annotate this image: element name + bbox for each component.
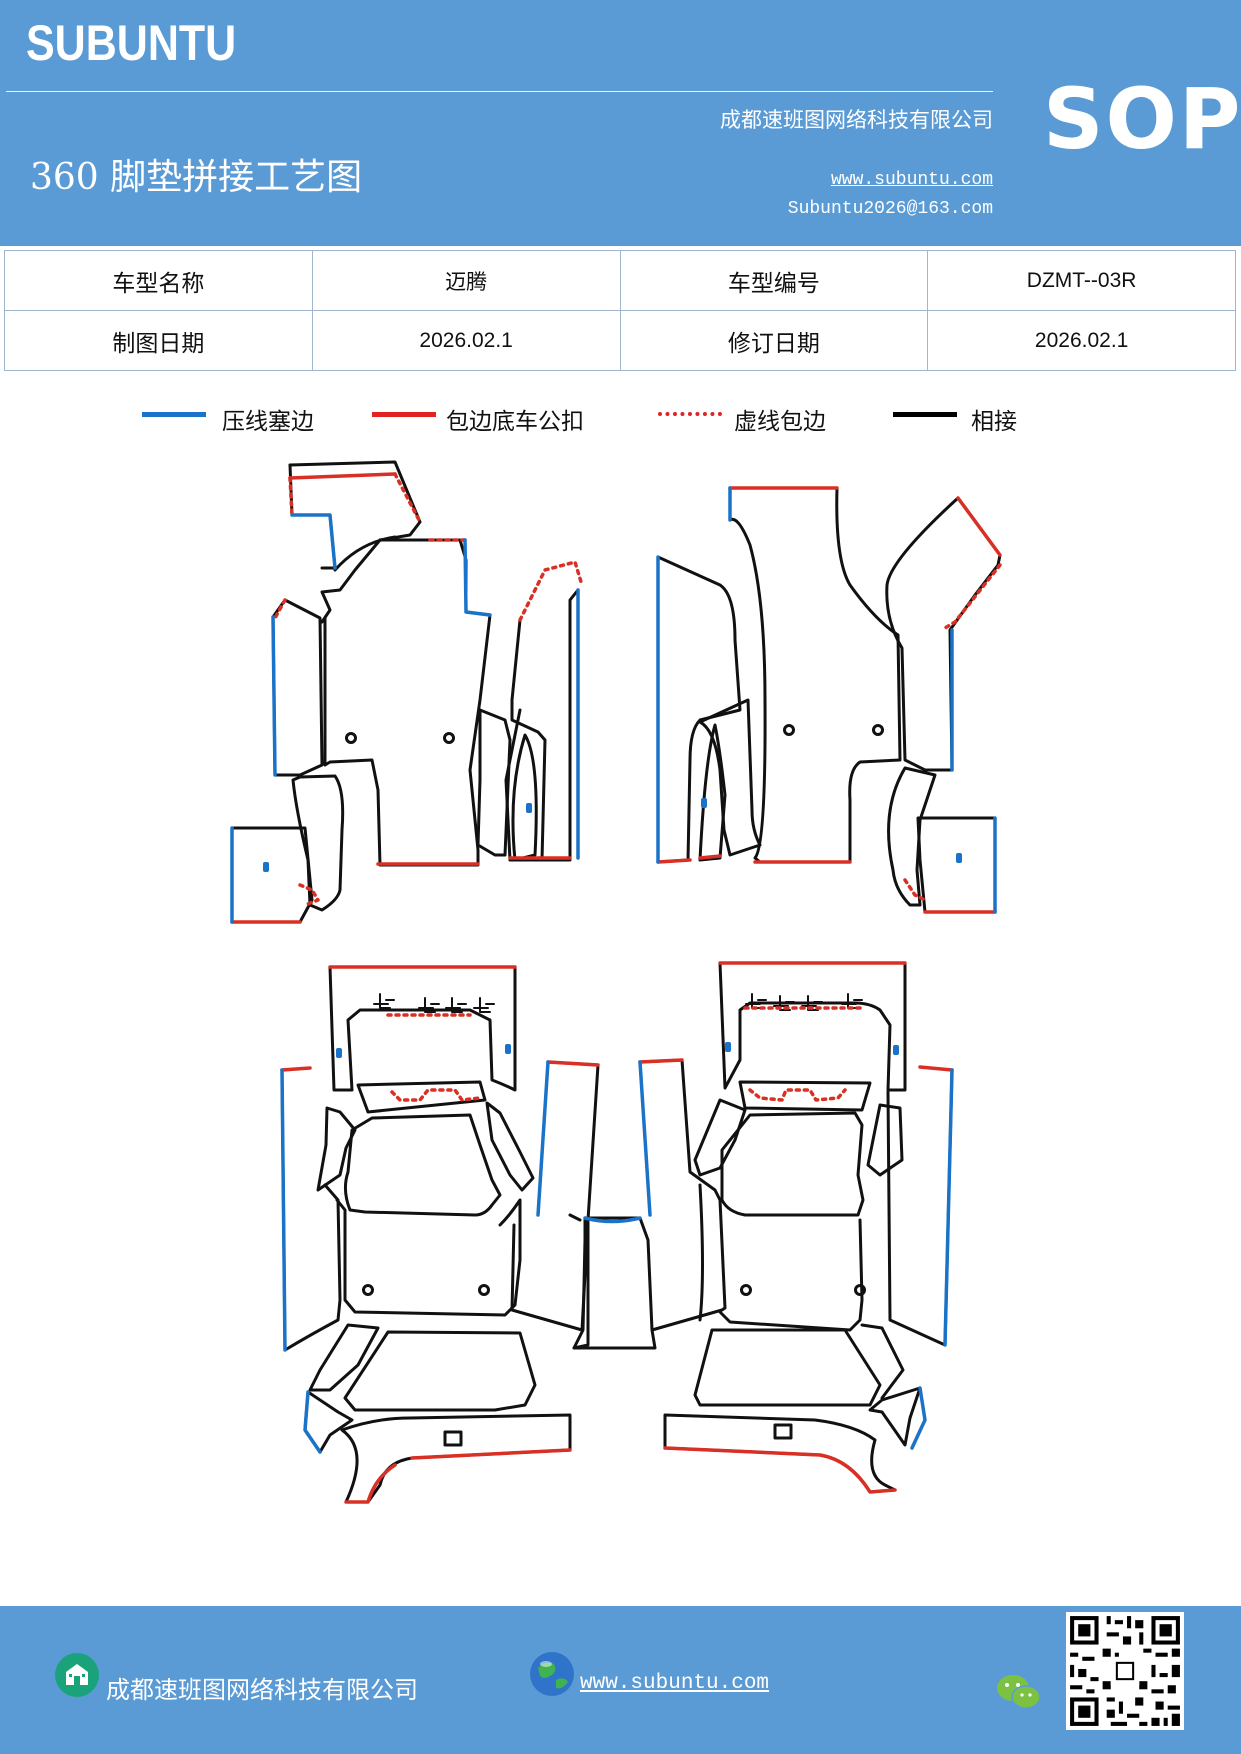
model-name-label: 车型名称: [4, 250, 313, 311]
model-name-value: 迈腾: [311, 250, 621, 311]
red-dotted-edges: [273, 472, 1002, 1102]
legend: 压线塞边 包边底车公扣 虚线包边 相接: [0, 398, 1241, 438]
model-code-value: DZMT--03R: [927, 250, 1236, 311]
blue-line-swatch: [142, 412, 206, 417]
footer-website-link[interactable]: www.subuntu.com: [580, 1672, 770, 1695]
stitch-marks: [373, 993, 863, 1013]
header-email: Subuntu2026@163.com: [787, 199, 993, 219]
mat-front-right-group: [656, 486, 1002, 914]
draw-date-label: 制图日期: [4, 310, 313, 371]
info-table: 车型名称 迈腾 车型编号 DZMT--03R 制图日期 2026.02.1 修订…: [4, 250, 1236, 371]
footer-banner: 成都速班图网络科技有限公司 www.subuntu.com: [0, 1606, 1241, 1754]
wechat-icon: [997, 1675, 1041, 1709]
globe-icon: [530, 1652, 574, 1696]
mat-rear-left-group: [280, 965, 600, 1504]
legend-label: 包边底车公扣: [446, 409, 584, 435]
page-title: 360 脚垫拼接工艺图: [30, 157, 363, 198]
draw-date-value: 2026.02.1: [311, 310, 621, 371]
dotted-line-swatch: [658, 412, 722, 416]
revise-date-label: 修订日期: [619, 310, 929, 371]
legend-label: 压线塞边: [222, 409, 314, 435]
qr-code-pattern: [1066, 1612, 1184, 1730]
blue-markers: [263, 798, 962, 1058]
mat-front-left-group: [230, 460, 580, 924]
header-company: 成都速班图网络科技有限公司: [720, 108, 993, 132]
mat-center-tunnel: [568, 1213, 657, 1350]
floor-mat-diagram: [230, 460, 1002, 1504]
legend-label: 虚线包边: [734, 409, 826, 435]
table-row: 车型名称 迈腾 车型编号 DZMT--03R: [4, 250, 1236, 311]
mat-rear-right-group: [638, 961, 954, 1494]
model-code-label: 车型编号: [619, 250, 929, 311]
red-edges: [230, 472, 1002, 1504]
footer-company: 成都速班图网络科技有限公司: [106, 1676, 418, 1704]
header-divider: [6, 91, 993, 92]
brand-logo: SUBUNTU: [26, 15, 237, 71]
blue-edges: [230, 486, 997, 1454]
legend-label: 相接: [971, 409, 1017, 435]
header-website-link[interactable]: www.subuntu.com: [830, 170, 993, 190]
building-icon: [55, 1653, 99, 1697]
black-line-swatch: [893, 412, 957, 417]
red-line-swatch: [372, 412, 436, 417]
header-banner: SUBUNTU 成都速班图网络科技有限公司 360 脚垫拼接工艺图 www.su…: [0, 0, 1241, 246]
sop-badge: SOP: [1043, 70, 1241, 168]
revise-date-value: 2026.02.1: [927, 310, 1236, 371]
qr-code: [1066, 1612, 1184, 1730]
table-row: 制图日期 2026.02.1 修订日期 2026.02.1: [4, 310, 1236, 371]
